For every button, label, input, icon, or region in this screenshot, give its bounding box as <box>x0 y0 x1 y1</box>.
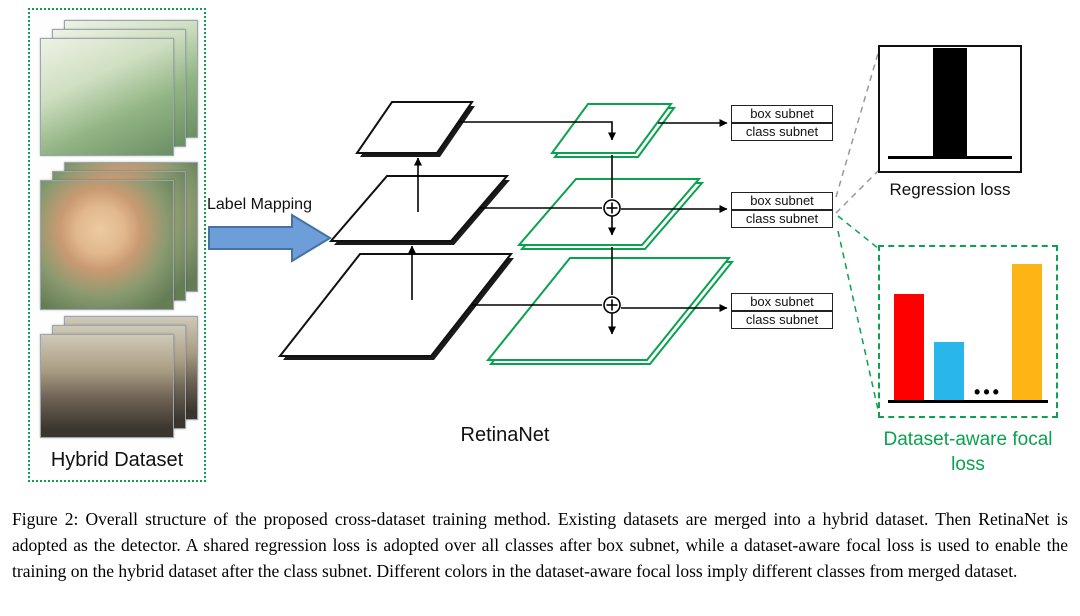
focal-axis <box>888 400 1048 403</box>
photo-stack-night-scenes <box>40 316 198 442</box>
fpn-planes <box>485 103 735 365</box>
box-subnet-1: box subnet <box>731 105 833 123</box>
bar-class-n <box>1012 264 1042 400</box>
focal-connector-lines <box>837 215 880 415</box>
bar-class-2 <box>934 342 964 400</box>
bar-class-1 <box>894 294 924 400</box>
merge-plus-icons <box>603 199 621 314</box>
fpn-plane-small <box>550 103 676 158</box>
photo-card <box>40 334 174 438</box>
regression-loss-box <box>878 45 1022 173</box>
class-subnet-2: class subnet <box>731 210 833 228</box>
connection-arrows <box>408 119 728 335</box>
class-subnet-3: class subnet <box>731 311 833 329</box>
focal-loss-box: ••• <box>878 245 1058 418</box>
figure-caption: Figure 2: Overall structure of the propo… <box>12 509 1068 581</box>
photo-card <box>40 180 174 310</box>
backbone-plane-small <box>355 101 475 157</box>
label-mapping-arrow <box>208 213 332 263</box>
regression-connector-lines <box>835 49 880 214</box>
box-subnet-3: box subnet <box>731 293 833 311</box>
photo-stack-portraits <box>40 162 198 314</box>
class-subnet-1: class subnet <box>731 123 833 141</box>
box-subnet-2: box subnet <box>731 192 833 210</box>
backbone-plane-large <box>277 253 514 360</box>
focal-bars: ••• <box>894 247 1042 402</box>
backbone-plane-medium <box>328 175 510 245</box>
lateral-arrow-top <box>459 121 616 141</box>
focal-loss-label: Dataset-aware focal loss <box>883 429 1053 476</box>
regression-bars <box>880 48 1020 156</box>
circled-plus-icon <box>603 296 621 314</box>
hybrid-dataset-panel: Hybrid Dataset <box>28 8 206 482</box>
photo-card <box>40 38 174 156</box>
ellipsis-dots: ••• <box>974 382 1002 402</box>
photo-stack-street-scenes <box>40 20 198 160</box>
label-mapping-text: Label Mapping <box>207 196 312 213</box>
bar-shared-regression-loss <box>933 48 967 156</box>
hybrid-dataset-label: Hybrid Dataset <box>50 449 184 471</box>
retinanet-label: RetinaNet <box>460 424 550 446</box>
regression-axis <box>888 156 1012 159</box>
circled-plus-icon <box>603 199 621 217</box>
regression-loss-label: Regression loss <box>889 180 1011 199</box>
retinanet-diagram <box>208 49 880 415</box>
backbone-planes <box>277 101 514 360</box>
